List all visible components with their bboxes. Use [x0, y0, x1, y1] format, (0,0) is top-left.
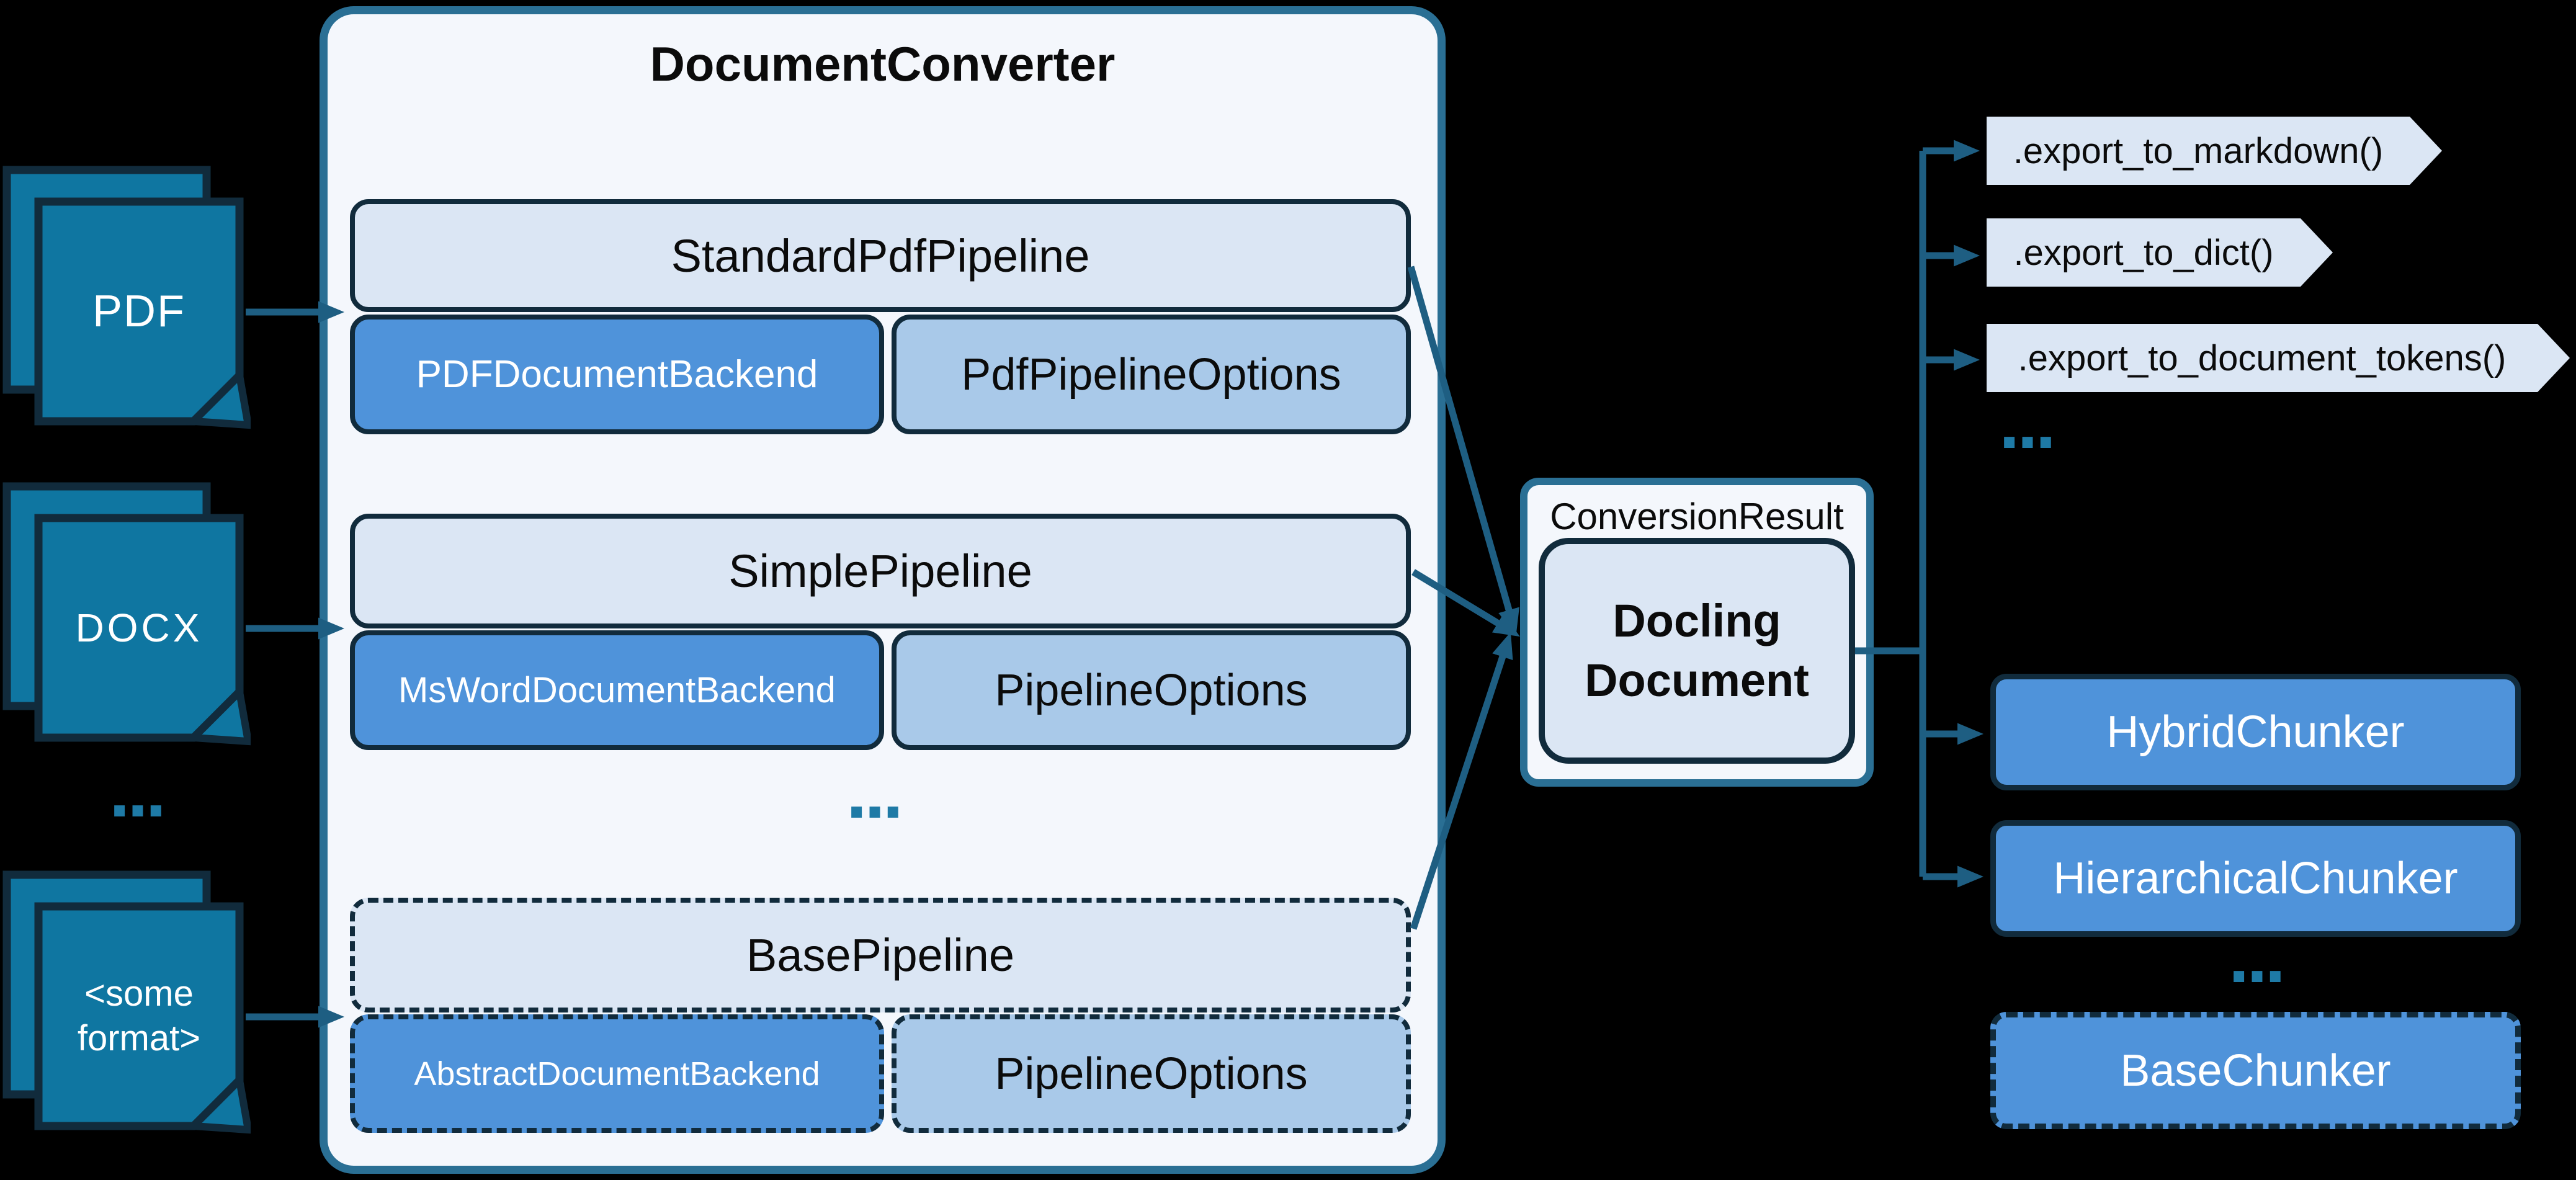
pdf-label: PDF — [92, 287, 186, 336]
chunker-hierarchicalchunker: HierarchicalChunker — [1990, 820, 2521, 937]
pdf-document-icon — [2, 166, 251, 429]
document-converter-title: DocumentConverter — [650, 37, 1116, 91]
pipeline-box-standardpdfpipeline: StandardPdfPipeline — [350, 199, 1411, 312]
docling-document-line2: Document — [1585, 655, 1809, 706]
some-format-label: <some format> — [38, 906, 239, 1126]
conversion-result-label: ConversionResult — [1550, 496, 1844, 537]
converter-ellipsis: ... — [846, 751, 903, 834]
pdf-page-fold — [185, 367, 251, 429]
some-format-page-fold — [185, 1072, 251, 1134]
docx-document-icon — [2, 482, 251, 746]
export-pill-markdown: .export_to_markdown() — [1987, 117, 2442, 185]
export-pill-document-tokens: .export_to_document_tokens() — [1987, 324, 2570, 392]
backend-box-msworddocumentbackend: MsWordDocumentBackend — [350, 630, 884, 750]
options-box-pipelineoptions: PipelineOptions — [892, 630, 1411, 750]
docx-label: DOCX — [75, 606, 203, 650]
some-format-document-icon — [2, 870, 251, 1134]
inputs-ellipsis: ... — [109, 749, 166, 833]
backend-box-pdfdocumentbackend: PDFDocumentBackend — [350, 315, 884, 434]
docling-document-box: Docling Document — [1539, 538, 1855, 764]
some-format-line1: <some — [84, 973, 194, 1014]
pipeline-box-basepipeline: BasePipeline — [350, 898, 1411, 1012]
conversion-result-box: ConversionResult Docling Document — [1520, 478, 1874, 787]
chunkers-ellipsis: ... — [2228, 915, 2286, 998]
options-box-pipelineoptions-abstract: PipelineOptions — [892, 1014, 1411, 1133]
chunker-basechunker: BaseChunker — [1990, 1012, 2521, 1129]
some-format-line2: format> — [77, 1018, 201, 1058]
options-box-pdfpipelineoptions: PdfPipelineOptions — [892, 315, 1411, 434]
chunker-hybridchunker: HybridChunker — [1990, 674, 2521, 790]
pipeline-box-simplepipeline: SimplePipeline — [350, 514, 1411, 628]
docling-document-line1: Docling — [1612, 594, 1781, 646]
export-pill-dict: .export_to_dict() — [1987, 218, 2333, 287]
backend-box-abstractdocumentbackend: AbstractDocumentBackend — [350, 1014, 884, 1133]
exports-ellipsis: ... — [1998, 381, 2056, 464]
docx-page-fold — [185, 684, 251, 746]
